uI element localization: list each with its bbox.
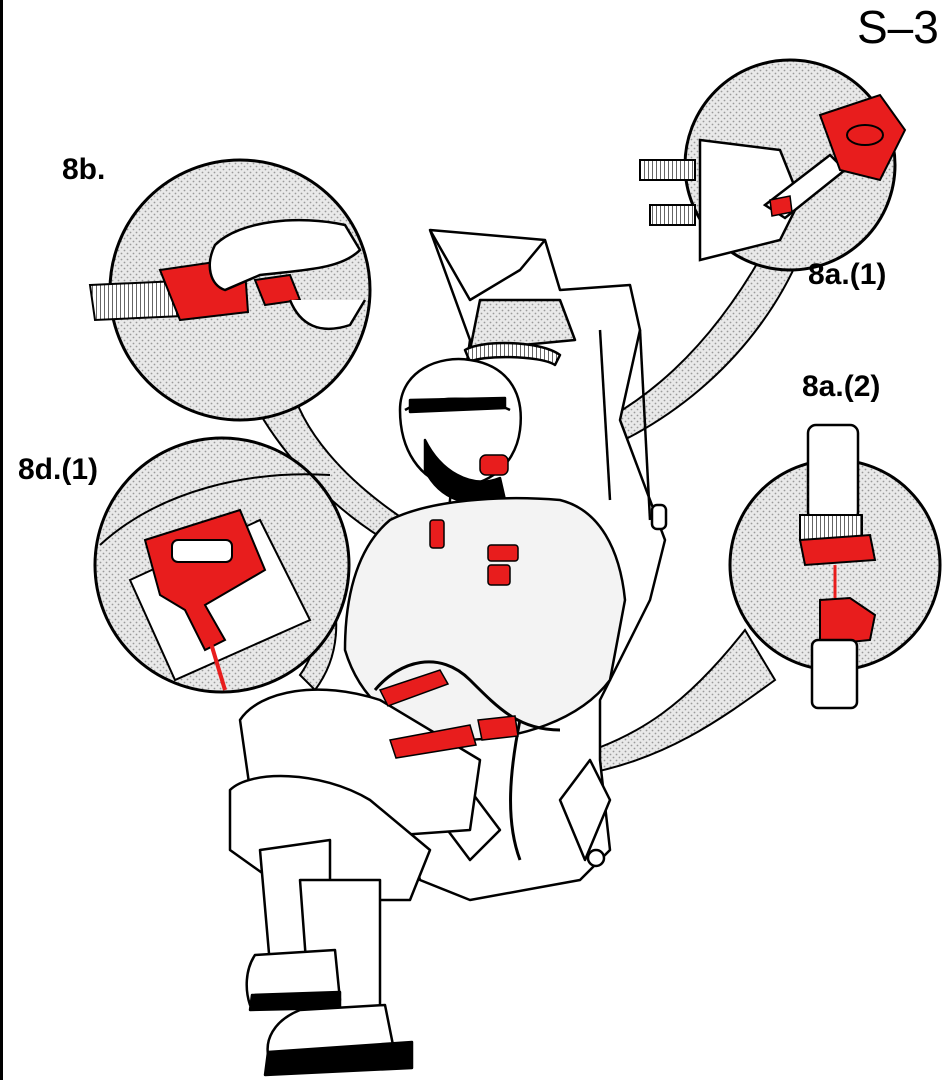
detail-circle-8d1	[95, 438, 349, 692]
callout-8d1: 8d.(1)	[18, 455, 98, 485]
detail-circle-8a1	[640, 60, 905, 270]
callout-8a1: 8a.(1)	[808, 260, 886, 290]
callout-8b: 8b.	[62, 155, 105, 185]
callout-8a2: 8a.(2)	[802, 372, 880, 402]
detail-circle-8b	[90, 160, 370, 420]
